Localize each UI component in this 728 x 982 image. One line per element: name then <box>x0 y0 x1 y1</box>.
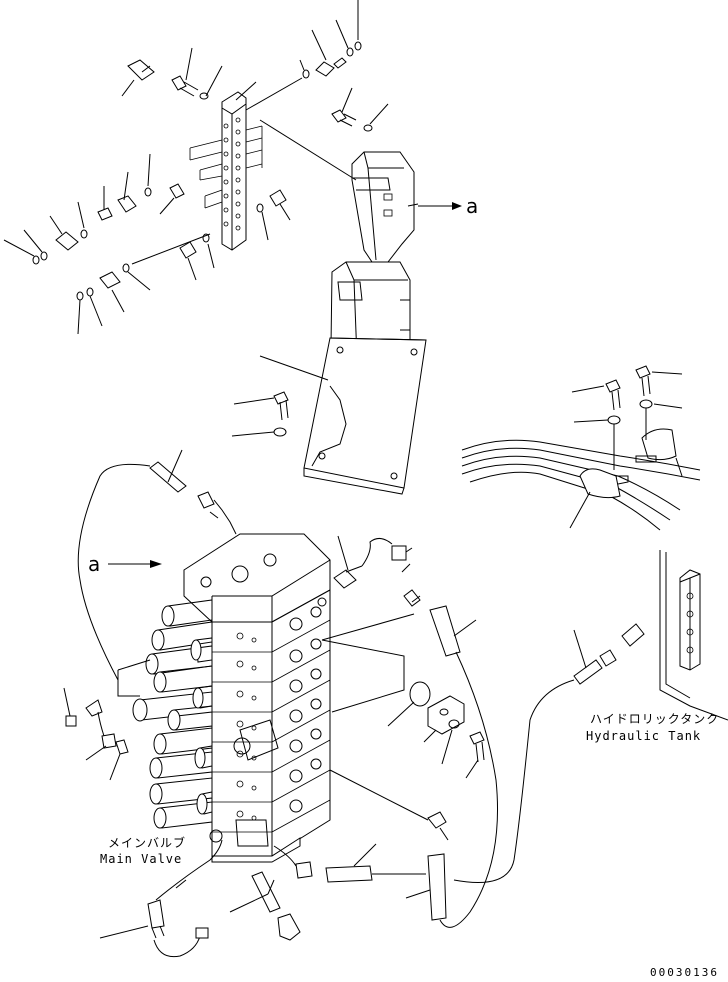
main-valve-label-jp: メインバルブ <box>108 836 187 850</box>
hose-clamp-assembly <box>461 365 701 531</box>
drawing-number: 00030136 <box>650 966 719 979</box>
hydraulic-tank-label-en: Hydraulic Tank <box>586 729 702 743</box>
main-valve-fittings <box>63 449 645 958</box>
main-valve-body <box>183 533 331 863</box>
hydraulic-tank-label-jp: ハイドロリックタンク <box>590 712 720 726</box>
reference-arrow-a-top: a <box>466 194 479 218</box>
fitting-group-top <box>3 0 362 335</box>
main-valve-label-en: Main Valve <box>100 852 183 866</box>
pressure-manifold-block <box>189 91 263 251</box>
solenoid-valves <box>117 599 213 829</box>
hydraulic-tank <box>659 550 728 721</box>
valve-bracket-assembly <box>231 87 462 495</box>
reference-arrow-a-main: a <box>88 552 101 576</box>
